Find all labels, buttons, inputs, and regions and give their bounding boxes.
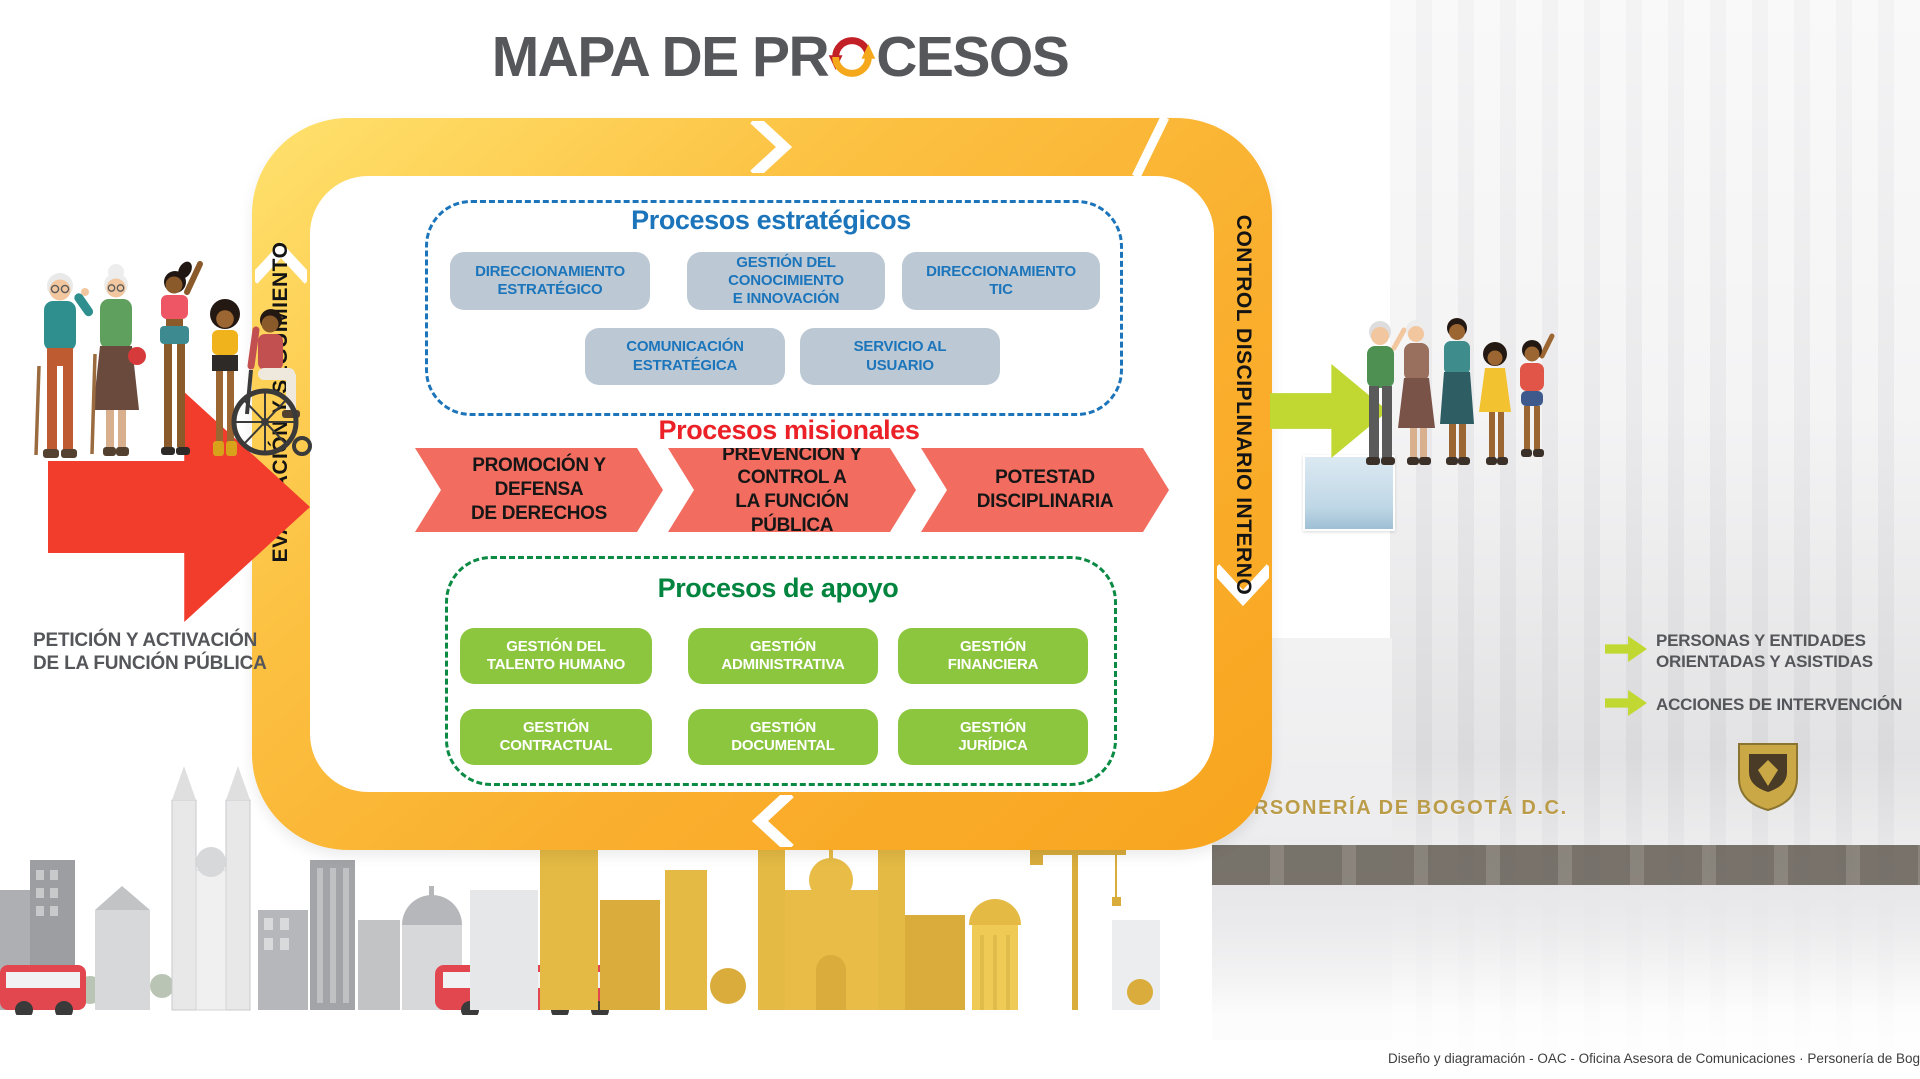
flow-chevron-left-icon bbox=[751, 795, 794, 847]
process-box-direccionamiento-estrategico: DIRECCIONAMIENTO ESTRATÉGICO bbox=[450, 252, 650, 310]
person-girl bbox=[210, 299, 240, 456]
building-entrance-band bbox=[1212, 845, 1920, 885]
bus-icon bbox=[0, 965, 86, 1015]
citizens-output-illustration bbox=[1366, 318, 1555, 465]
process-box-documental: GESTIÓN DOCUMENTAL bbox=[688, 709, 878, 765]
process-box-administrativa: GESTIÓN ADMINISTRATIVA bbox=[688, 628, 878, 684]
wall-poster bbox=[1303, 455, 1395, 531]
far-building bbox=[470, 890, 538, 1010]
flow-chevron-down-icon bbox=[1217, 564, 1269, 607]
person-elderly-woman bbox=[90, 264, 146, 456]
support-section-border bbox=[445, 556, 1117, 786]
page-title: MAPA DE PR CESOS bbox=[380, 24, 1180, 90]
support-section-title: Procesos de apoyo bbox=[657, 573, 899, 603]
process-box-servicio-al-usuario: SERVICIO AL USUARIO bbox=[800, 328, 1000, 385]
strategic-section-border bbox=[425, 200, 1123, 416]
building-photo-fade bbox=[1212, 885, 1920, 1035]
output-item-label-personas: PERSONAS Y ENTIDADES ORIENTADAS Y ASISTI… bbox=[1656, 631, 1873, 672]
flow-chevron-up-icon bbox=[255, 241, 307, 284]
process-box-contractual: GESTIÓN CONTRACTUAL bbox=[460, 709, 652, 765]
person-wheelchair bbox=[231, 309, 312, 456]
output-item-label-acciones: ACCIONES DE INTERVENCIÓN bbox=[1656, 695, 1903, 714]
person-adult-woman-2 bbox=[1440, 318, 1474, 465]
process-box-talento-humano: GESTIÓN DEL TALENTO HUMANO bbox=[460, 628, 652, 684]
person-elderly-woman-2 bbox=[1398, 320, 1435, 465]
person-elderly-man-2 bbox=[1366, 321, 1407, 465]
process-box-comunicacion-estrategica: COMUNICACIÓN ESTRATÉGICA bbox=[585, 328, 785, 385]
process-box-financiera: GESTIÓN FINANCIERA bbox=[898, 628, 1088, 684]
coat-of-arms-icon bbox=[1738, 743, 1798, 812]
process-box-juridica: GESTIÓN JURÍDICA bbox=[898, 709, 1088, 765]
process-cycle-icon bbox=[828, 37, 876, 77]
missional-arrow-prevencion-control: PREVENCIÓN Y CONTROL A LA FUNCIÓN PÚBLIC… bbox=[668, 448, 916, 532]
citizens-input-illustration bbox=[34, 261, 312, 458]
person-boy-2 bbox=[1520, 333, 1555, 457]
building-sign: PERSONERÍA DE BOGOTÁ D.C. bbox=[1224, 797, 1568, 819]
person-elderly-man bbox=[34, 273, 94, 458]
strategic-section-title: Procesos estratégicos bbox=[631, 205, 911, 235]
page-title-suffix: CESOS bbox=[876, 25, 1070, 89]
internal-control-band-label: CONTROL DISCIPLINARIO INTERNO bbox=[1232, 214, 1255, 596]
missional-arrow-promocion-defensa: PROMOCIÓN Y DEFENSA DE DERECHOS bbox=[415, 448, 663, 532]
page-title-prefix: MAPA DE PR bbox=[491, 25, 830, 89]
person-girl-2 bbox=[1479, 342, 1511, 465]
credit-text: Diseño y diagramación - OAC - Oficina As… bbox=[1388, 1051, 1920, 1066]
input-flow-label: PETICIÓN Y ACTIVACIÓN DE LA FUNCIÓN PÚBL… bbox=[33, 630, 267, 674]
city-skyline-illustration bbox=[0, 766, 1160, 1015]
process-box-direccionamiento-tic: DIRECCIONAMIENTO TIC bbox=[902, 252, 1100, 310]
flow-chevron-right-icon bbox=[750, 121, 793, 173]
process-box-gestion-conocimiento: GESTIÓN DEL CONOCIMIENTO E INNOVACIÓN bbox=[687, 252, 885, 310]
person-young-woman bbox=[160, 261, 203, 455]
missional-section-title: Procesos misionales bbox=[658, 415, 920, 445]
missional-arrow-potestad-disciplinaria: POTESTAD DISCIPLINARIA bbox=[921, 448, 1169, 532]
